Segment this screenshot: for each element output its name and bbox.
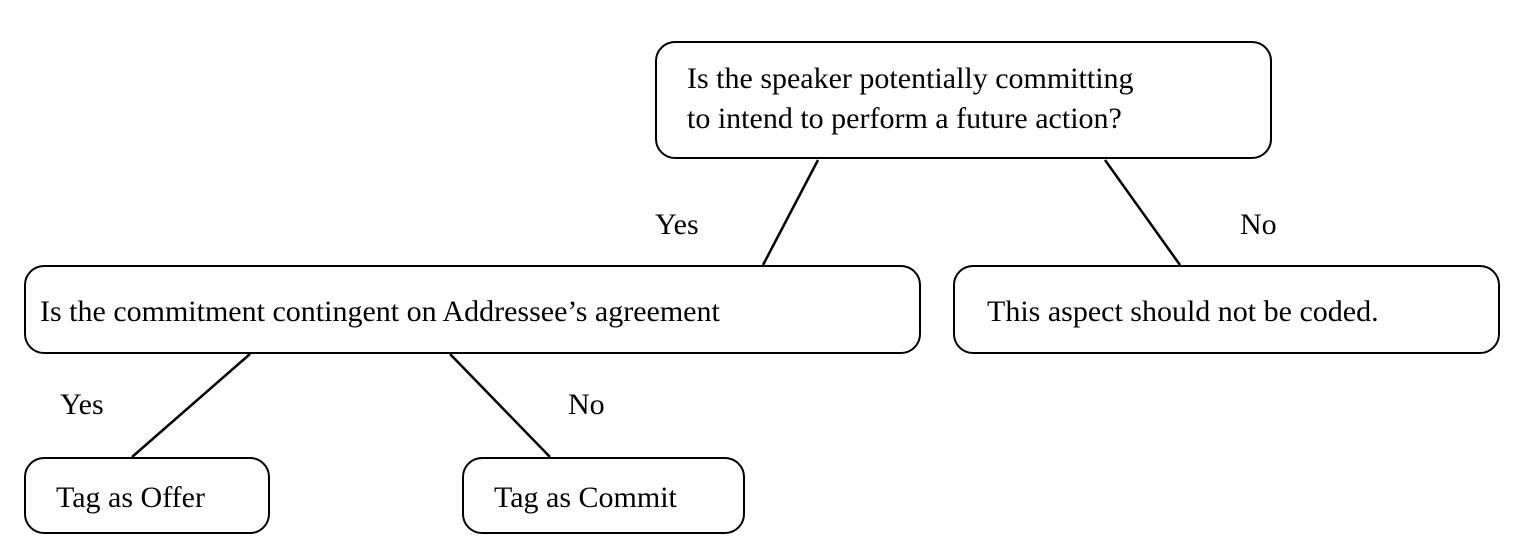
edge-root-to-contingent — [761, 159, 820, 266]
root-question-line-1: Is the speaker potentially committing — [687, 62, 1134, 95]
contingent-question-node: Is the commitment contingent on Addresse… — [24, 265, 921, 354]
edge-root-to-not-coded — [1103, 159, 1182, 266]
tag-commit-node: Tag as Commit — [462, 457, 745, 534]
edge-label-contingent-no: No — [568, 388, 605, 421]
edge-label-root-yes: Yes — [655, 208, 699, 241]
edge-contingent-to-offer — [131, 353, 251, 458]
root-question-node: Is the speaker potentially committing to… — [655, 41, 1272, 159]
edge-label-root-no: No — [1240, 208, 1277, 241]
not-coded-node: This aspect should not be coded. — [953, 265, 1500, 354]
root-question-line-2: to intend to perform a future action? — [687, 102, 1122, 135]
tag-offer-node: Tag as Offer — [24, 457, 270, 534]
edge-contingent-to-commit — [449, 353, 551, 458]
edge-label-contingent-yes: Yes — [60, 388, 104, 421]
